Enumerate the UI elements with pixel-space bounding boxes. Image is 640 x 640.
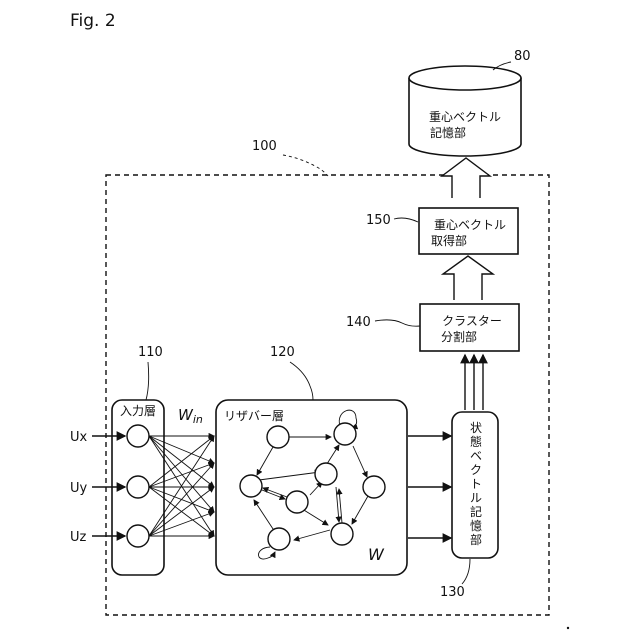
state-to-cluster-arrows [465, 355, 483, 410]
state-vector-leader-line [462, 559, 470, 584]
stray-mark [567, 627, 569, 629]
svg-text:ト: ト [470, 477, 482, 491]
svg-text:ベ: ベ [470, 449, 482, 463]
system-leader-line [283, 155, 328, 176]
input-label-ux: Ux [70, 430, 88, 445]
input-layer-label: 入力層 [120, 404, 156, 418]
svg-text:憶: 憶 [470, 518, 482, 533]
hollow-arrow-to-storage [442, 158, 490, 198]
acquisition-label-2: 取得部 [431, 233, 467, 248]
input-weight-label: Win [178, 406, 203, 426]
svg-text:記: 記 [470, 504, 482, 519]
system-ref: 100 [252, 139, 277, 154]
cluster-ref: 140 [346, 315, 371, 330]
svg-text:ル: ル [470, 491, 482, 505]
cluster-leader-line [375, 320, 420, 326]
figure-label: Fig. 2 [70, 11, 116, 31]
reservoir-weight-label: W [368, 545, 385, 564]
reservoir-label: リザバー層 [224, 409, 284, 423]
input-layer-ref: 110 [138, 345, 163, 360]
acquisition-label-1: 重心ベクトル [434, 218, 506, 232]
cluster-label-1: クラスター [442, 314, 502, 328]
state-vector-ref: 130 [440, 585, 465, 600]
input-label-uy: Uy [70, 481, 88, 496]
input-node-x [127, 425, 149, 447]
storage-ref: 80 [514, 49, 531, 64]
svg-text:状: 状 [470, 421, 482, 435]
svg-text:態: 態 [470, 434, 482, 449]
state-vector-label: 状 態 ベ ク ト ル 記 憶 部 [470, 421, 482, 547]
acquisition-ref: 150 [366, 213, 391, 228]
input-layer-leader-line [146, 362, 149, 400]
acquisition-leader-line [394, 218, 418, 222]
centroid-storage: 重心ベクトル 記憶部 [409, 66, 521, 156]
svg-text:ク: ク [470, 463, 482, 477]
input-label-uz: Uz [70, 530, 87, 545]
storage-label-1: 重心ベクトル [429, 110, 501, 124]
svg-text:部: 部 [470, 532, 482, 547]
reservoir-ref: 120 [270, 345, 295, 360]
reservoir-to-state-arrows [408, 436, 451, 538]
cluster-label-2: 分割部 [441, 329, 477, 344]
input-node-z [127, 525, 149, 547]
input-node-y [127, 476, 149, 498]
reservoir-leader-line [290, 362, 313, 400]
hollow-arrow-to-acquisition [443, 256, 493, 300]
storage-label-2: 記憶部 [430, 125, 466, 140]
